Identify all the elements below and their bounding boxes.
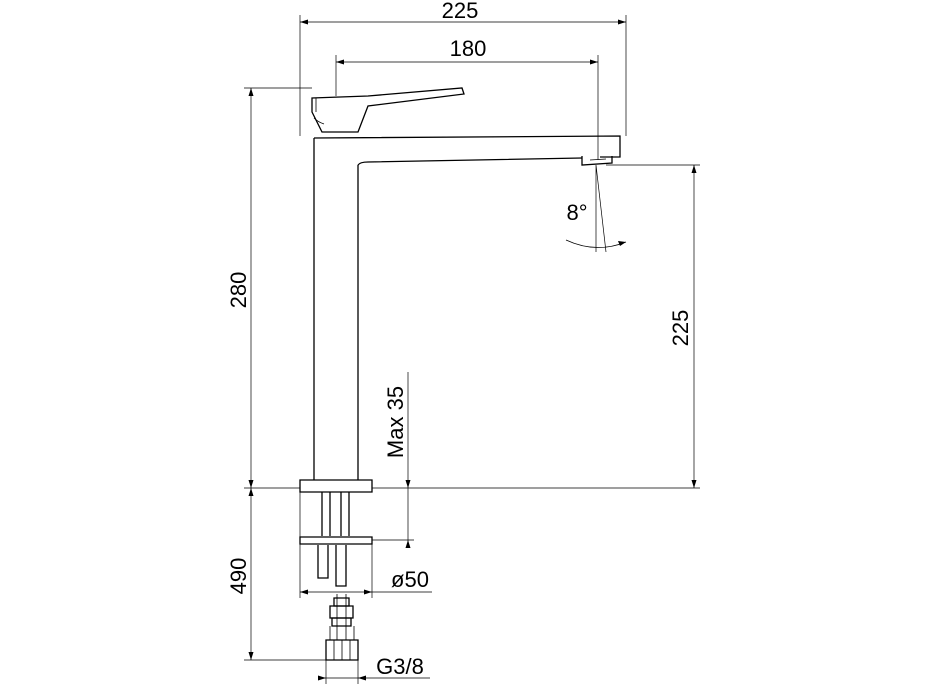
dim-label-base-diameter: ø50 bbox=[391, 567, 429, 592]
dim-label-thread: G3/8 bbox=[376, 654, 424, 679]
dim-label-spout-height: 225 bbox=[668, 310, 693, 347]
dimension-lines bbox=[244, 15, 700, 684]
dim-label-total-width: 225 bbox=[442, 0, 479, 23]
dim-label-spout-reach: 180 bbox=[450, 36, 487, 61]
dim-label-body-height: 280 bbox=[226, 272, 251, 309]
dim-label-max-thickness: Max 35 bbox=[383, 386, 408, 458]
mounting-hardware bbox=[299, 492, 373, 661]
dim-label-below-length: 490 bbox=[226, 558, 251, 595]
faucet-outline bbox=[299, 87, 621, 493]
dim-label-angle: 8° bbox=[566, 200, 587, 225]
